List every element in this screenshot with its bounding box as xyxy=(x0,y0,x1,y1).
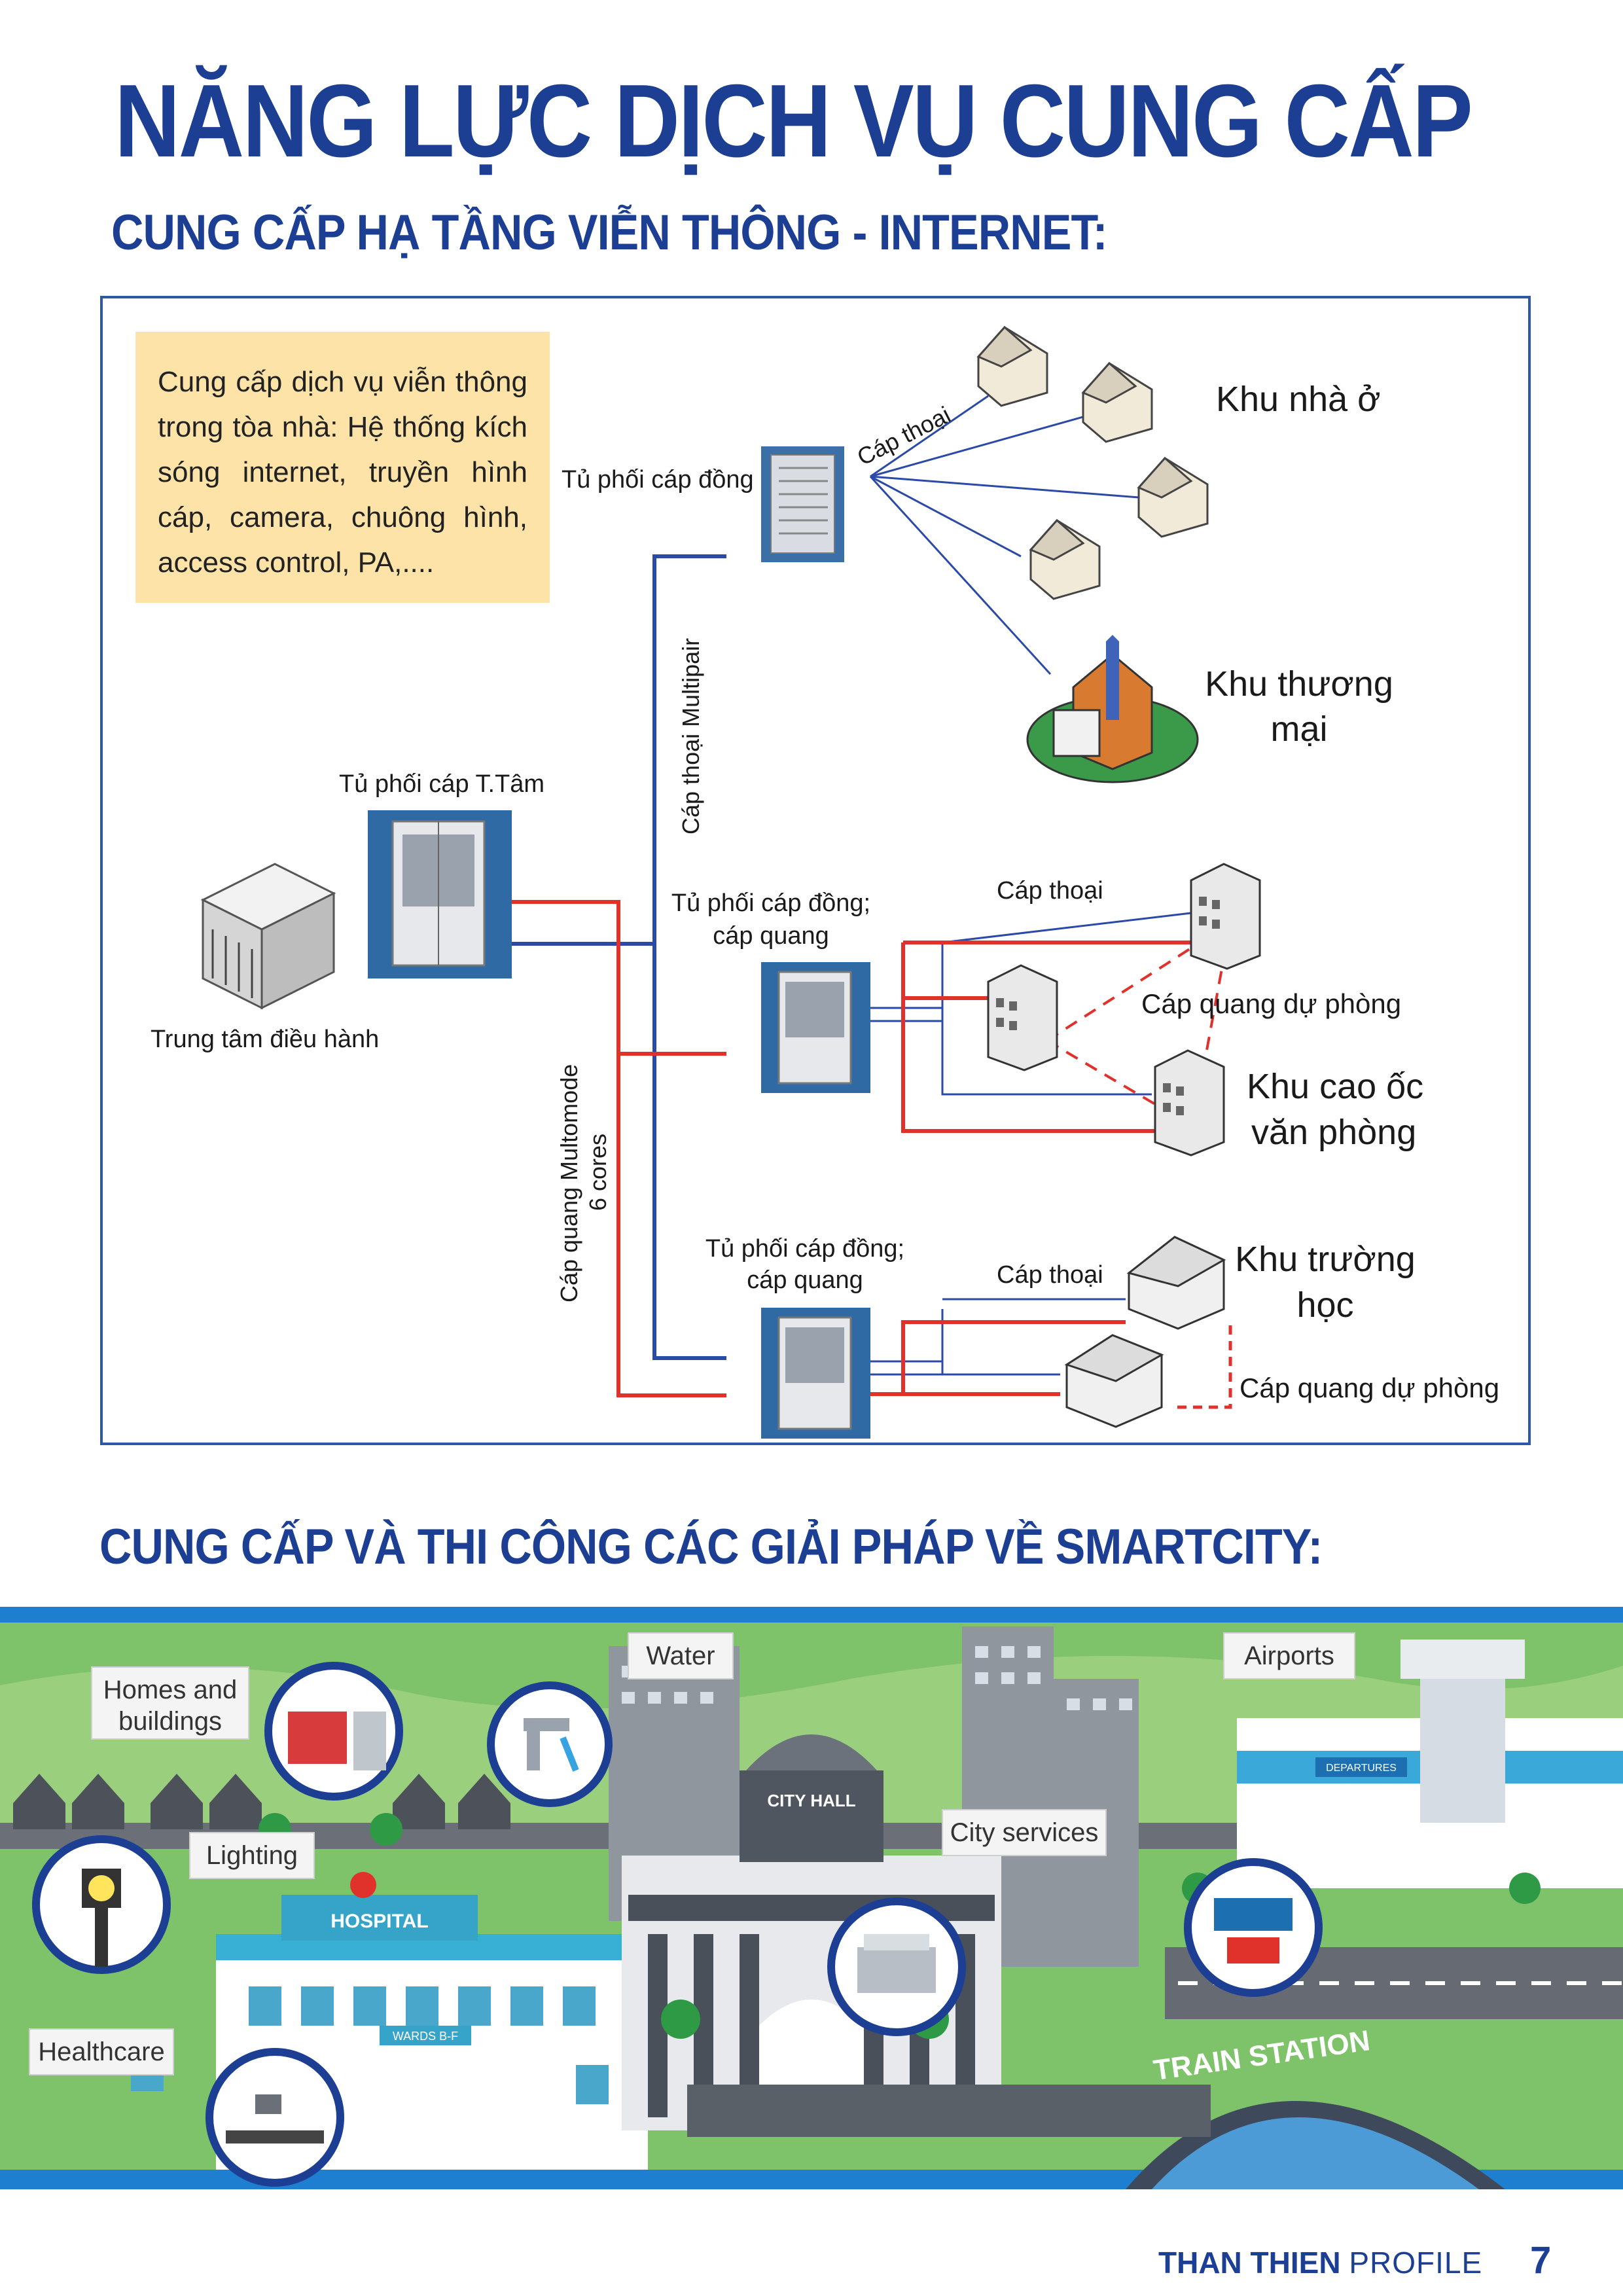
svg-text:Water: Water xyxy=(646,1641,715,1670)
office-cables xyxy=(870,912,1232,1133)
label-office-line2: văn phòng xyxy=(1251,1113,1416,1152)
label-backup-fiber-mid: Cáp quang dự phòng xyxy=(1141,988,1401,1019)
multimode-fiber-cable xyxy=(510,900,726,1397)
phone-cables-residential xyxy=(869,395,1139,675)
lighting-badge-icon xyxy=(32,1835,171,1974)
label-copper-cabinet: Tủ phối cáp đồng xyxy=(562,466,754,493)
lighting-label: Lighting xyxy=(189,1832,315,1879)
water-label: Water xyxy=(628,1632,734,1679)
svg-text:Homes and: Homes and xyxy=(103,1676,238,1704)
multipair-cable xyxy=(510,554,726,1360)
house-icon xyxy=(1081,361,1153,443)
central-cabinet-icon xyxy=(368,810,512,978)
smartcity-illustration: HOSPITAL WARDS B-F CITY HALL DEPARTURES … xyxy=(0,1607,1623,2189)
label-backup-fiber-bottom: Cáp quang dự phòng xyxy=(1240,1372,1499,1403)
cabinet-mid-icon xyxy=(761,962,870,1093)
homes-badge-icon xyxy=(264,1662,403,1801)
healthcare-badge-icon xyxy=(205,2048,344,2187)
label-residential: Khu nhà ở xyxy=(1216,380,1381,419)
city-hall-sign: CITY HALL xyxy=(767,1791,855,1810)
label-office-line1: Khu cao ốc xyxy=(1247,1067,1423,1106)
label-cabinet-bottom-line2: cáp quang xyxy=(747,1266,863,1294)
school-building-icon xyxy=(1064,1334,1164,1428)
svg-text:Airports: Airports xyxy=(1244,1641,1334,1670)
label-control-center: Trung tâm điều hành xyxy=(151,1026,379,1053)
school-cables xyxy=(870,1298,1232,1409)
label-commercial-line1: Khu thương xyxy=(1205,664,1393,704)
control-center-icon xyxy=(200,863,336,1010)
label-phone-cable-mid: Cáp thoại xyxy=(997,877,1103,905)
svg-text:Healthcare: Healthcare xyxy=(38,2037,164,2066)
svg-text:Lighting: Lighting xyxy=(206,1841,298,1870)
label-multimode-line1: Cáp quang Multomode xyxy=(556,1064,582,1302)
airport-badge-icon xyxy=(1184,1858,1323,1997)
house-icon xyxy=(1137,456,1209,538)
city-services-badge-icon xyxy=(827,1897,966,2036)
label-school-line1: Khu trường xyxy=(1235,1240,1416,1279)
footer-brand: THAN THIEN xyxy=(1158,2246,1341,2280)
label-multipair: Cáp thoại Multipair xyxy=(677,638,704,834)
label-cabinet-bottom-line1: Tủ phối cáp đồng; xyxy=(705,1235,904,1263)
office-building-icon xyxy=(1154,1049,1225,1157)
departures-sign: DEPARTURES xyxy=(1326,1763,1397,1774)
city-services-label: City services xyxy=(942,1809,1107,1856)
page-title: NĂNG LỰC DỊCH VỤ CUNG CẤP xyxy=(115,63,1473,179)
label-phone-cable-top: Cáp thoại xyxy=(853,401,955,471)
office-building-icon xyxy=(1190,863,1261,970)
office-building-icon xyxy=(987,964,1058,1071)
house-icon xyxy=(976,325,1048,407)
cabinet-bottom-icon xyxy=(761,1308,870,1439)
hospital-sign: HOSPITAL xyxy=(330,1910,428,1932)
page-footer: THAN THIEN PROFILE 7 xyxy=(1158,2238,1551,2282)
page-number: 7 xyxy=(1529,2239,1552,2282)
wards-sign: WARDS B-F xyxy=(393,2030,458,2043)
label-commercial-line2: mại xyxy=(1270,709,1327,749)
commercial-building-icon xyxy=(1026,635,1199,783)
label-phone-cable-bottom: Cáp thoại xyxy=(997,1261,1103,1289)
label-central-cabinet: Tủ phối cáp T.Tâm xyxy=(339,770,544,798)
label-multimode-line2: 6 cores xyxy=(584,1134,611,1211)
label-cabinet-mid-line1: Tủ phối cáp đồng; xyxy=(671,889,870,917)
footer-profile: PROFILE xyxy=(1349,2246,1483,2280)
service-note: Cung cấp dịch vụ viễn thông trong tòa nh… xyxy=(135,332,550,603)
label-school-line2: học xyxy=(1296,1285,1353,1325)
telecom-diagram: Tủ phối cáp đồng Cáp thoại Khu nhà ở Khu… xyxy=(151,325,1499,1439)
section-title-telecom: CUNG CẤP HẠ TẦNG VIỄN THÔNG - INTERNET: xyxy=(111,205,1108,260)
telecom-diagram-frame xyxy=(100,296,1531,1445)
section-title-smartcity: CUNG CẤP VÀ THI CÔNG CÁC GIẢI PHÁP VỀ SM… xyxy=(99,1519,1323,1575)
copper-cabinet-icon xyxy=(761,446,844,562)
airports-label: Airports xyxy=(1223,1632,1355,1679)
svg-text:City services: City services xyxy=(950,1818,1099,1847)
svg-text:buildings: buildings xyxy=(118,1707,222,1736)
label-cabinet-mid-line2: cáp quang xyxy=(713,922,829,950)
school-building-icon xyxy=(1126,1236,1226,1330)
healthcare-label: Healthcare xyxy=(29,2028,174,2075)
homes-label: Homes and buildings xyxy=(91,1666,249,1740)
water-badge-icon xyxy=(487,1681,613,1807)
house-icon xyxy=(1029,518,1101,600)
